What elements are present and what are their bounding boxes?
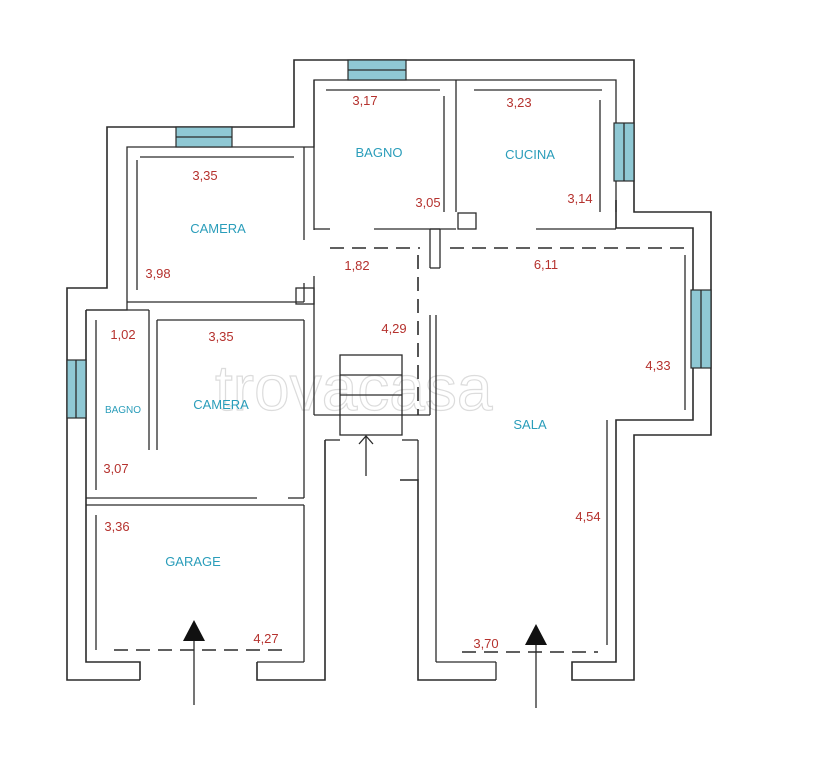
dim-camera-top-depth: 3,98 [145,266,170,281]
dim-sala-bottom-width: 3,70 [473,636,498,651]
dim-corridor-width: 1,82 [344,258,369,273]
room-label-camera-top: CAMERA [190,221,246,236]
room-label-garage: GARAGE [165,554,221,569]
outer-wall-right-lower [400,479,496,681]
room-label-bagno-top: BAGNO [356,145,403,160]
dim-garage-width: 4,27 [253,631,278,646]
dim-sala-width: 6,11 [534,257,558,272]
dim-corridor-length: 4,29 [381,321,406,336]
chimney-2 [457,212,477,230]
dim-camera-mid-width: 3,35 [208,329,233,344]
watermark: trovacasa [215,352,493,424]
room-label-bagno-small: BAGNO [105,405,141,416]
outer-wall-bottom-mid [256,440,326,681]
room-label-camera-mid: CAMERA [193,397,249,412]
dim-cucina-width: 3,23 [506,95,531,110]
dim-bagno-top-width: 3,17 [352,93,377,108]
room-label-sala: SALA [513,417,547,432]
dim-bagno-small-depth: 3,07 [103,461,128,476]
stair-arrow-icon [358,435,374,445]
dim-bagno-top-depth: 3,05 [415,195,440,210]
dim-cucina-depth: 3,14 [567,191,592,206]
dim-garage-depth: 3,36 [104,519,129,534]
room-label-cucina: CUCINA [505,147,555,162]
entrance-arrow-garage-icon [183,620,205,641]
dim-sala-upper-depth: 4,33 [645,358,670,373]
dim-camera-top-width: 3,35 [192,168,217,183]
dim-sala-lower-depth: 4,54 [575,509,600,524]
entrance-arrow-sala-icon [525,624,547,645]
outer-wall-left-bottom [85,310,141,680]
dim-bagno-small-width: 1,02 [110,327,135,342]
